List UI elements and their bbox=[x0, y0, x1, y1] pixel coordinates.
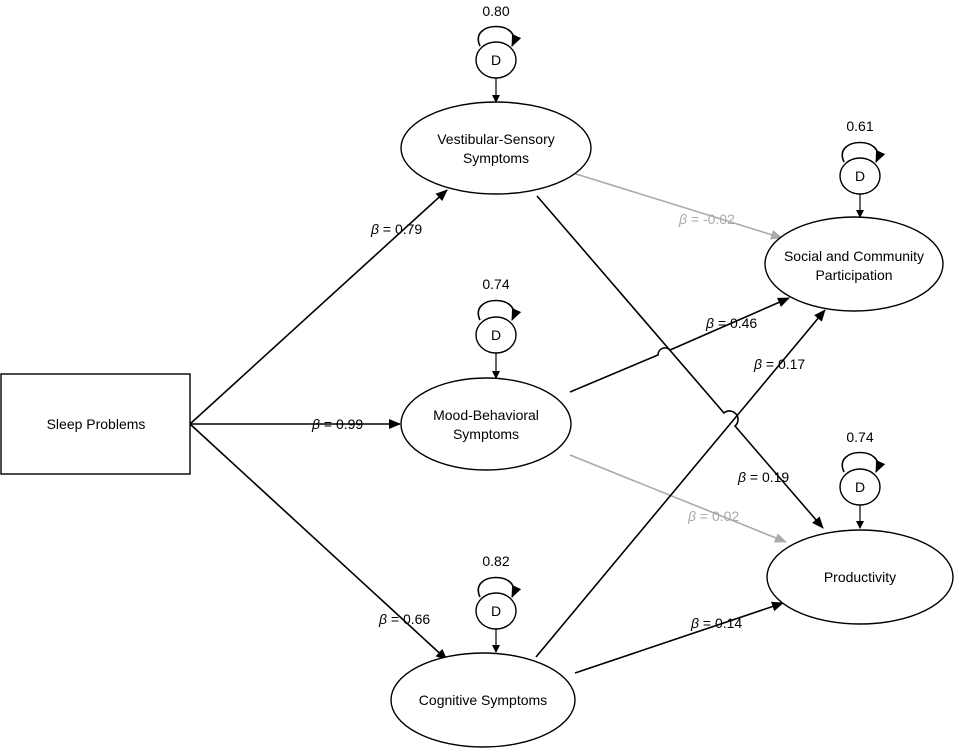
node-productivity-label: Productivity bbox=[824, 569, 896, 585]
node-cognitive-label: Cognitive Symptoms bbox=[419, 692, 547, 708]
disturbance-mood bbox=[475, 316, 517, 354]
disturbance-vestibular bbox=[475, 41, 517, 79]
coef-mood-productivity: β = 0.02 bbox=[687, 508, 739, 524]
variance-loop-mood bbox=[477, 299, 522, 321]
variance-cognitive-value: 0.82 bbox=[482, 553, 509, 569]
disturbance-social-label: D bbox=[855, 168, 865, 184]
node-cognitive bbox=[390, 652, 576, 748]
coef-sleep-cognitive: β = 0.66 bbox=[378, 611, 430, 627]
node-sleep-problems-label: Sleep Problems bbox=[47, 416, 146, 432]
node-vestibular-label-line2: Symptoms bbox=[463, 150, 529, 166]
path-sleep-cognitive bbox=[189, 423, 448, 661]
coef-sleep-vestibular: β = 0.79 bbox=[370, 221, 422, 237]
coef-vestibular-productivity: β = 0.19 bbox=[737, 469, 789, 485]
variance-vestibular-value: 0.80 bbox=[482, 3, 509, 19]
node-productivity bbox=[766, 529, 954, 625]
variance-loop-social bbox=[841, 141, 886, 163]
coef-cognitive-social: β = 0.17 bbox=[753, 356, 805, 372]
disturbance-cognitive bbox=[475, 592, 517, 630]
path-mood-productivity bbox=[569, 454, 787, 543]
coef-cognitive-productivity: β = 0.14 bbox=[690, 615, 742, 631]
node-social-label-line1: Social and Community bbox=[784, 248, 924, 264]
path-cognitive-productivity bbox=[574, 601, 784, 674]
disturbance-cognitive-label: D bbox=[491, 603, 501, 619]
coef-mood-social: β = 0.46 bbox=[705, 315, 757, 331]
path-vestibular-productivity bbox=[536, 195, 824, 529]
path-cognitive-social bbox=[535, 309, 826, 658]
node-mood-label-line1: Mood-Behavioral bbox=[433, 407, 539, 423]
variance-loop-cognitive bbox=[477, 576, 522, 598]
node-social-participation bbox=[764, 216, 944, 312]
path-vestibular-social bbox=[575, 173, 783, 240]
disturbance-vestibular-label: D bbox=[491, 52, 501, 68]
coef-sleep-mood: β = 0.99 bbox=[311, 416, 363, 432]
node-vestibular-sensory bbox=[400, 101, 592, 195]
disturbance-productivity-label: D bbox=[855, 479, 865, 495]
node-mood-label-line2: Symptoms bbox=[453, 426, 519, 442]
disturbance-mood-label: D bbox=[491, 327, 501, 343]
path-sleep-vestibular bbox=[189, 189, 448, 425]
path-mood-social bbox=[569, 297, 790, 393]
node-sleep-problems bbox=[0, 373, 191, 475]
node-mood-behavioral bbox=[400, 377, 572, 471]
coef-vestibular-social: β = -0.02 bbox=[678, 211, 735, 227]
variance-productivity-value: 0.74 bbox=[846, 429, 873, 445]
disturbance-productivity bbox=[839, 468, 881, 506]
variance-loop-vestibular bbox=[477, 25, 522, 47]
node-vestibular-label-line1: Vestibular-Sensory bbox=[437, 131, 555, 147]
variance-social-value: 0.61 bbox=[846, 118, 873, 134]
variance-mood-value: 0.74 bbox=[482, 276, 509, 292]
disturbance-social bbox=[839, 157, 881, 195]
variance-loop-productivity bbox=[841, 451, 886, 473]
node-social-label-line2: Participation bbox=[815, 267, 892, 283]
